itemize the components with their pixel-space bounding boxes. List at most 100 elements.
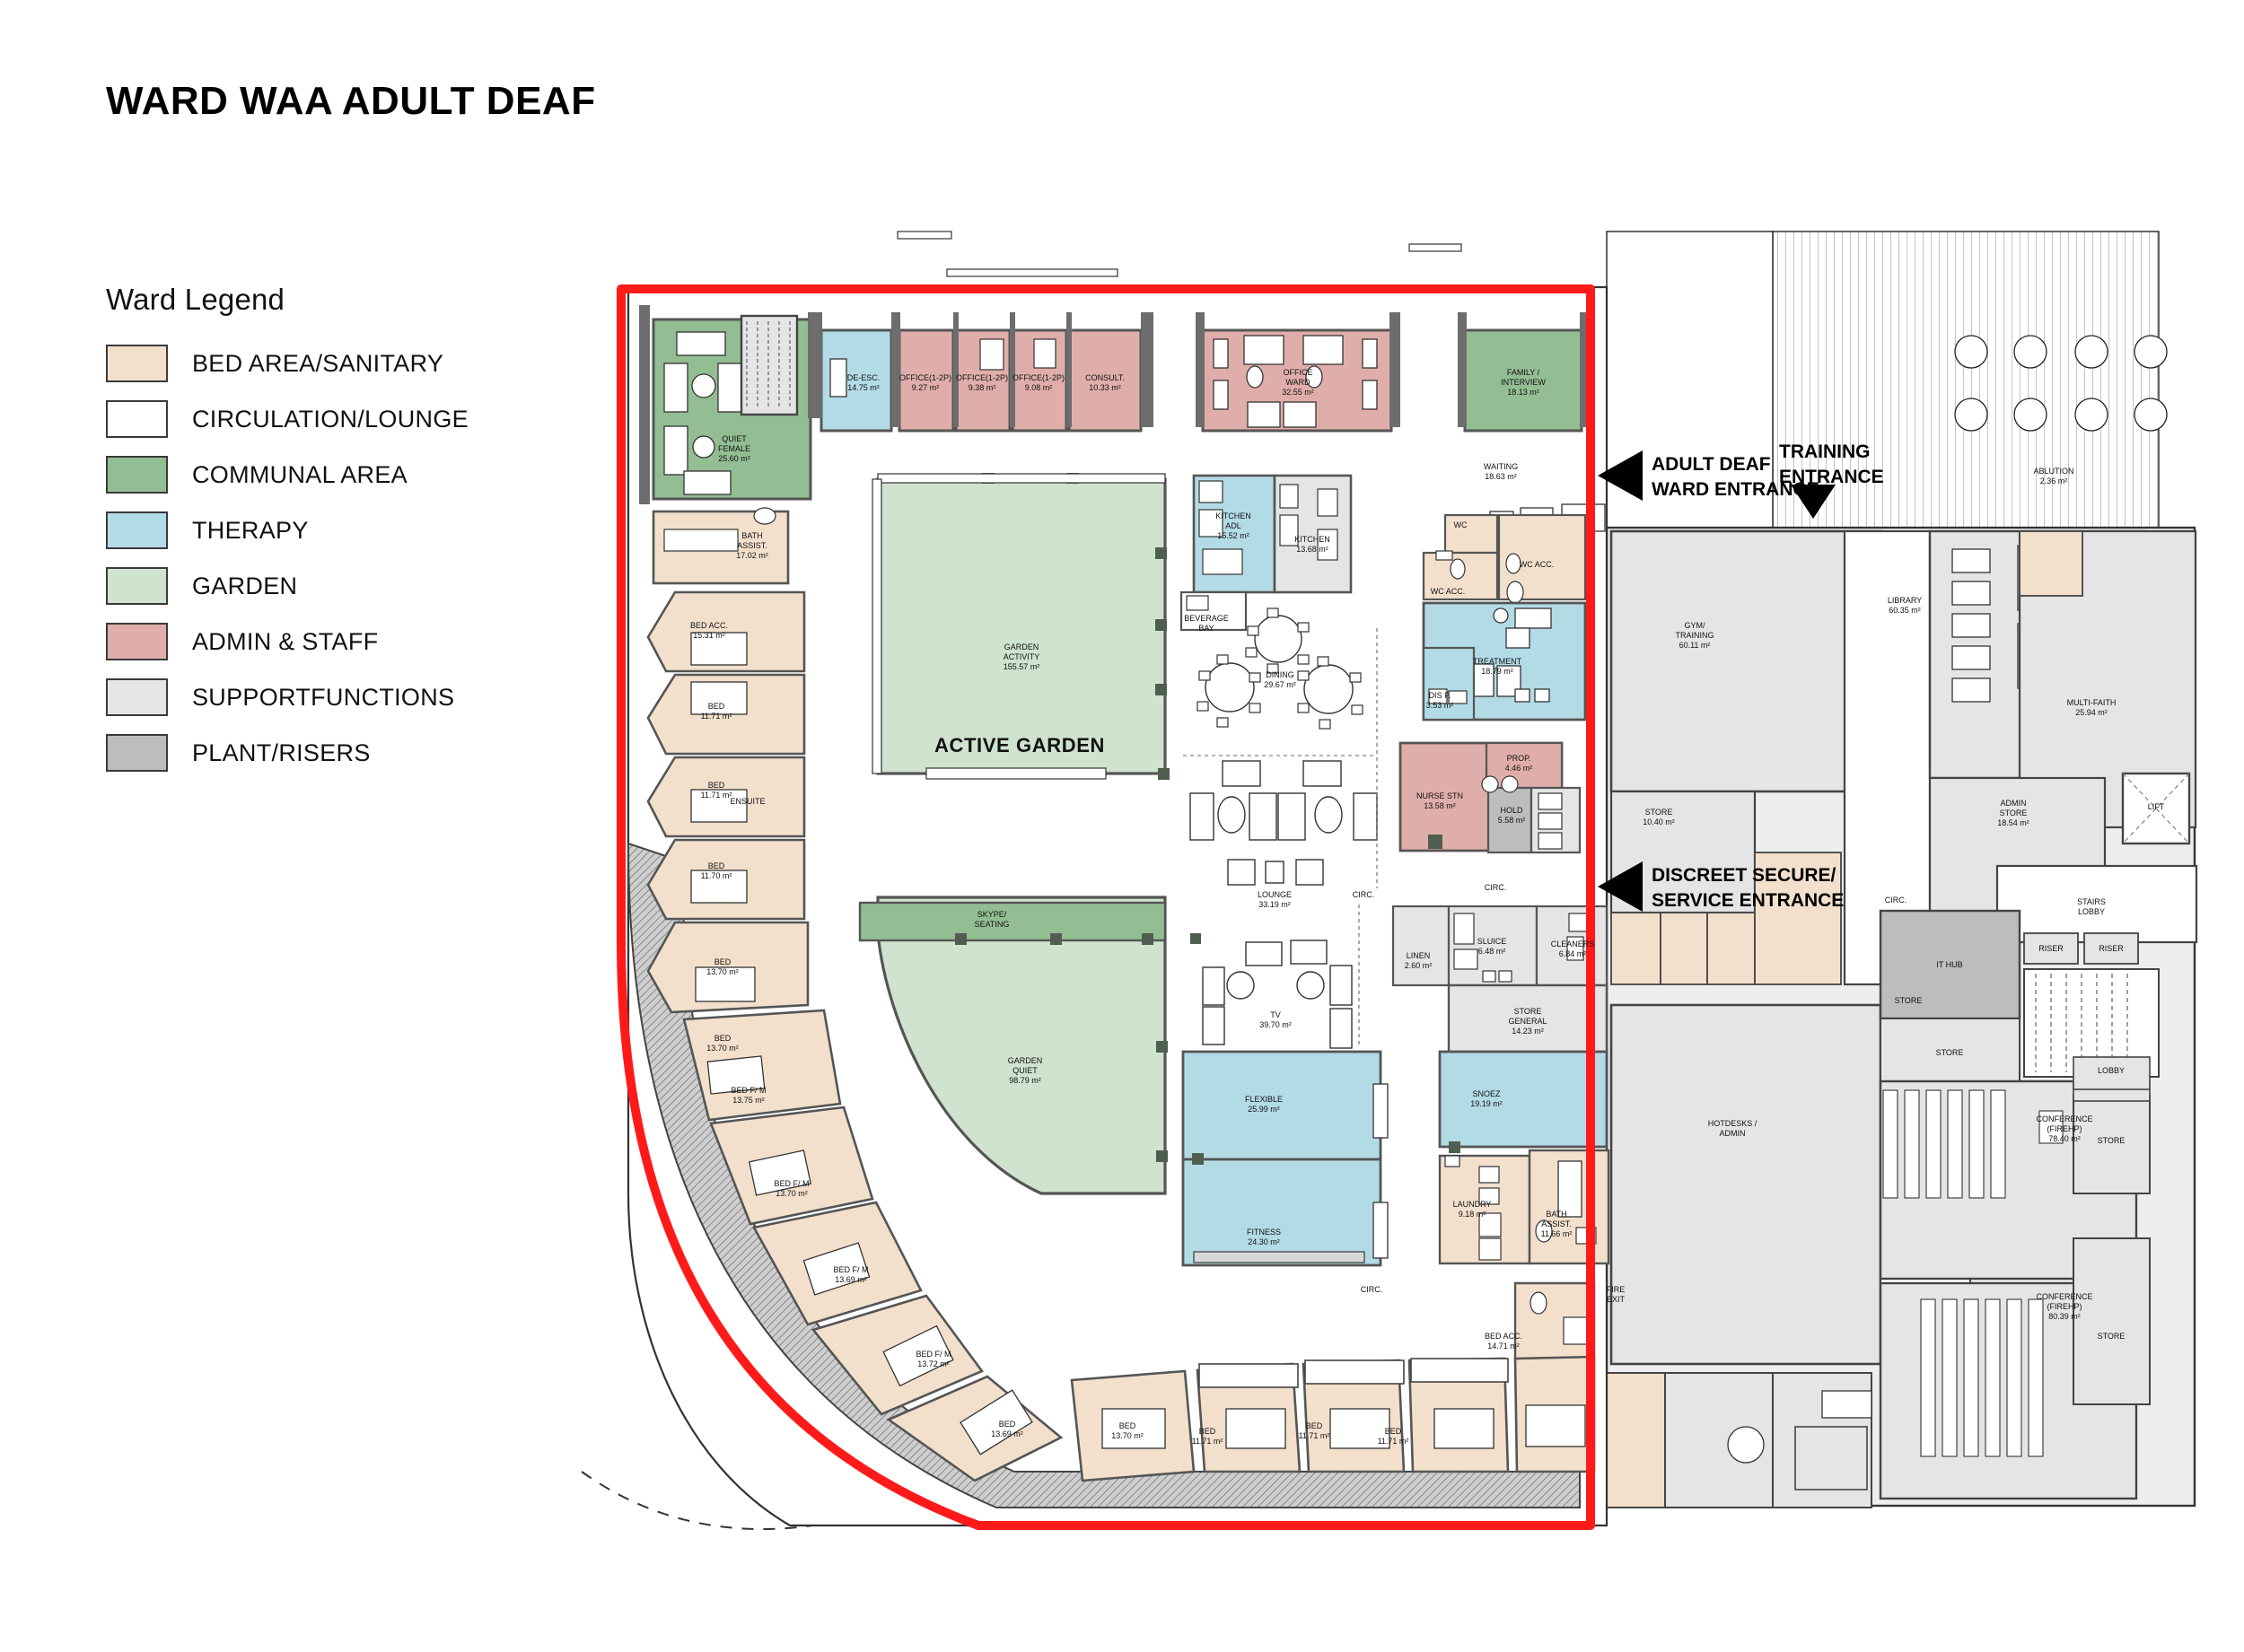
legend-label-circulation: CIRCULATION/LOUNGE [192, 405, 469, 433]
legend-item-plant: PLANT/RISERS [106, 730, 492, 776]
label-conference-b: CONFERENCE(FIREHP)80.39 m² [2036, 1292, 2092, 1321]
legend-swatch-communal [106, 456, 168, 494]
label-circ-c: CIRC. [1361, 1285, 1383, 1294]
legend-swatch-plant [106, 734, 168, 772]
label-active-garden: ACTIVE GARDEN [934, 734, 1105, 756]
label-office-1: OFFICE(1-2P)9.27 m² [899, 373, 951, 392]
label-it-hub: IT HUB [1936, 960, 1962, 969]
label-circ-b: CIRC. [1485, 883, 1507, 892]
label-store-r3: STORE [2098, 1332, 2126, 1341]
ward-boundary [617, 284, 1595, 1530]
site-guide-arc [581, 1471, 813, 1530]
legend-swatch-therapy [106, 511, 168, 549]
label-riser-a: RISER [2038, 944, 2064, 953]
annotation-markers [1598, 450, 1836, 912]
legend-swatch-admin [106, 623, 168, 660]
legend-item-therapy: THERAPY [106, 507, 492, 554]
label-disp: DIS P.3.53 m² [1426, 691, 1454, 710]
label-office-3: OFFICE(1-2P)9.08 m² [1012, 373, 1065, 392]
annotation-training-entrance-line1: TRAINING [1779, 441, 1871, 462]
label-conference-a: CONFERENCE(FIREHP)78.40 m² [2036, 1114, 2092, 1143]
page-title: WARD WAA ADULT DEAF [106, 79, 596, 123]
legend-label-admin: ADMIN & STAFF [192, 627, 379, 655]
label-hotdesks-admin: HOTDESKS /ADMIN [1708, 1119, 1758, 1138]
annotation-discreet-secure-line1: DISCREET SECURE/ [1652, 865, 1836, 886]
label-wc: WC [1454, 520, 1468, 529]
legend-label-support: SUPPORTFUNCTIONS [192, 683, 455, 711]
label-de-esc: DE-ESC.14.75 m² [847, 373, 881, 392]
down-arrow-icon [1791, 485, 1836, 519]
label-bed-acc-north: BED ACC.15.31 m² [690, 621, 728, 640]
legend-swatch-circulation [106, 400, 168, 438]
label-lift: LIFT [2148, 802, 2165, 811]
label-circ-a: CIRC. [1353, 890, 1375, 899]
legend-swatch-bed [106, 345, 168, 382]
legend-swatch-support [106, 678, 168, 716]
legend-label-bed: BED AREA/SANITARY [192, 349, 444, 377]
annotation-training-entrance-line2: ENTRANCE [1779, 467, 1884, 487]
label-office-2: OFFICE(1-2P)9.38 m² [956, 373, 1008, 392]
legend-item-admin: ADMIN & STAFF [106, 618, 492, 665]
label-store-r1: STORE [1936, 1048, 1964, 1057]
legend-item-circulation: CIRCULATION/LOUNGE [106, 396, 492, 442]
annotation-text: ADULT DEAF WARD ENTRANCE TRAINING ENTRAN… [1652, 441, 1884, 911]
legend-label-communal: COMMUNAL AREA [192, 460, 408, 488]
left-arrow-icon [1598, 450, 1643, 501]
annotation-adult-deaf-ward-entrance-line2: WARD ENTRANCE [1652, 479, 1819, 500]
label-circ-d: CIRC. [1885, 896, 1907, 905]
legend-item-bed: BED AREA/SANITARY [106, 340, 492, 387]
ward-plan [627, 231, 1610, 1527]
annotation-discreet-secure-line2: SERVICE ENTRANCE [1652, 890, 1844, 911]
label-skype-seating: SKYPE/SEATING [975, 910, 1010, 929]
legend-label-plant: PLANT/RISERS [192, 739, 371, 766]
ward-legend: Ward Legend BED AREA/SANITARY CIRCULATIO… [106, 283, 492, 785]
label-wc-acc-b: WC ACC. [1520, 560, 1555, 569]
left-arrow-icon-2 [1598, 861, 1643, 912]
